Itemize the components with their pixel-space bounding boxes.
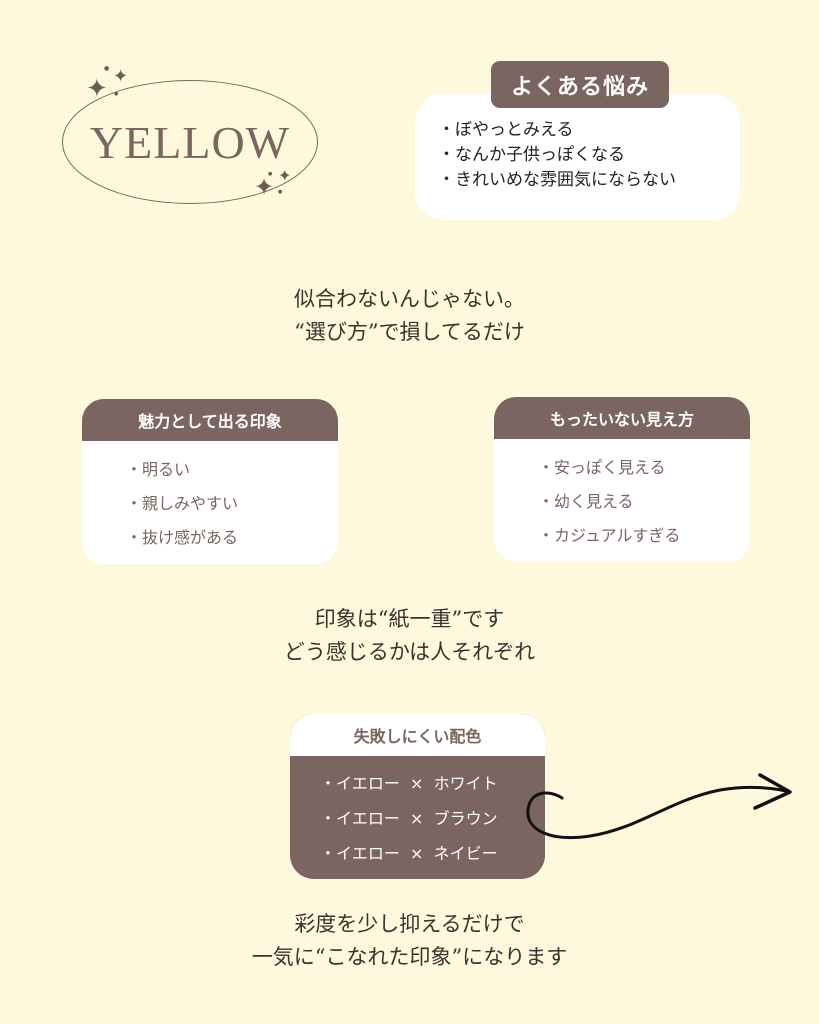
worries-tag: よくある悩み [491, 61, 669, 108]
message-2: 印象は“紙一重”です どう感じるかは人それぞれ [0, 603, 819, 669]
logo-ellipse [62, 80, 318, 204]
combo-card-title: 失敗しにくい配色 [290, 714, 545, 756]
combo-item: ・イエロー × ネイビー [320, 844, 498, 863]
waste-item: ・幼く見える [538, 492, 634, 511]
sparkle-dot-icon: ● [268, 171, 273, 177]
appeal-card: 魅力として出る印象 ・明るい ・親しみやすい ・抜け感がある [82, 399, 338, 564]
waste-item: ・カジュアルすぎる [538, 526, 681, 545]
waste-card-list: ・安っぽく見える ・幼く見える ・カジュアルすぎる [494, 439, 750, 553]
message-1-line-2: “選び方”で損してるだけ [294, 320, 525, 344]
combo-item: ・イエロー × ホワイト [320, 774, 498, 793]
sparkle-dot-icon: ● [278, 189, 283, 195]
sparkle-icon: ✦ [86, 74, 108, 104]
message-2-line-2: どう感じるかは人それぞれ [283, 640, 536, 664]
sparkle-icon: ✦ [254, 173, 275, 201]
message-3-line-2: 一気に“こなれた印象”になります [251, 945, 568, 969]
waste-card-title: もったいない見え方 [494, 397, 750, 439]
combo-card-list: ・イエロー × ホワイト ・イエロー × ブラウン ・イエロー × ネイビー [290, 756, 545, 871]
combo-item: ・イエロー × ブラウン [320, 809, 498, 828]
sparkle-icon: ✦ [113, 66, 129, 87]
waste-item: ・安っぽく見える [538, 458, 666, 477]
appeal-card-title: 魅力として出る印象 [82, 399, 338, 441]
sparkle-icon: ✦ [278, 166, 292, 185]
worries-list: ・ぼやっとみえる ・なんか子供っぽくなる ・きれいめな雰囲気にならない [438, 118, 676, 193]
message-2-line-1: 印象は“紙一重”です [314, 607, 505, 631]
worries-item: ・きれいめな雰囲気にならない [438, 170, 676, 190]
appeal-item: ・明るい [126, 460, 191, 479]
arrow-icon [526, 773, 792, 840]
worries-item: ・なんか子供っぽくなる [438, 145, 625, 165]
message-3: 彩度を少し抑えるだけで 一気に“こなれた印象”になります [0, 908, 819, 974]
sparkle-dot-icon: ● [114, 91, 119, 97]
worries-item: ・ぼやっとみえる [438, 120, 574, 140]
message-1: 似合わないんじゃない。 “選び方”で損してるだけ [0, 283, 819, 349]
appeal-item: ・親しみやすい [126, 494, 239, 513]
appeal-item: ・抜け感がある [126, 528, 239, 547]
waste-card: もったいない見え方 ・安っぽく見える ・幼く見える ・カジュアルすぎる [494, 397, 750, 562]
logo-title: YELLOW [89, 116, 291, 168]
message-1-line-1: 似合わないんじゃない。 [294, 287, 525, 311]
sparkle-dot-icon: ● [104, 65, 110, 72]
message-3-line-1: 彩度を少し抑えるだけで [294, 912, 525, 936]
worries-box [415, 94, 740, 220]
appeal-card-list: ・明るい ・親しみやすい ・抜け感がある [82, 441, 338, 555]
combo-card: 失敗しにくい配色 ・イエロー × ホワイト ・イエロー × ブラウン ・イエロー… [290, 714, 545, 879]
